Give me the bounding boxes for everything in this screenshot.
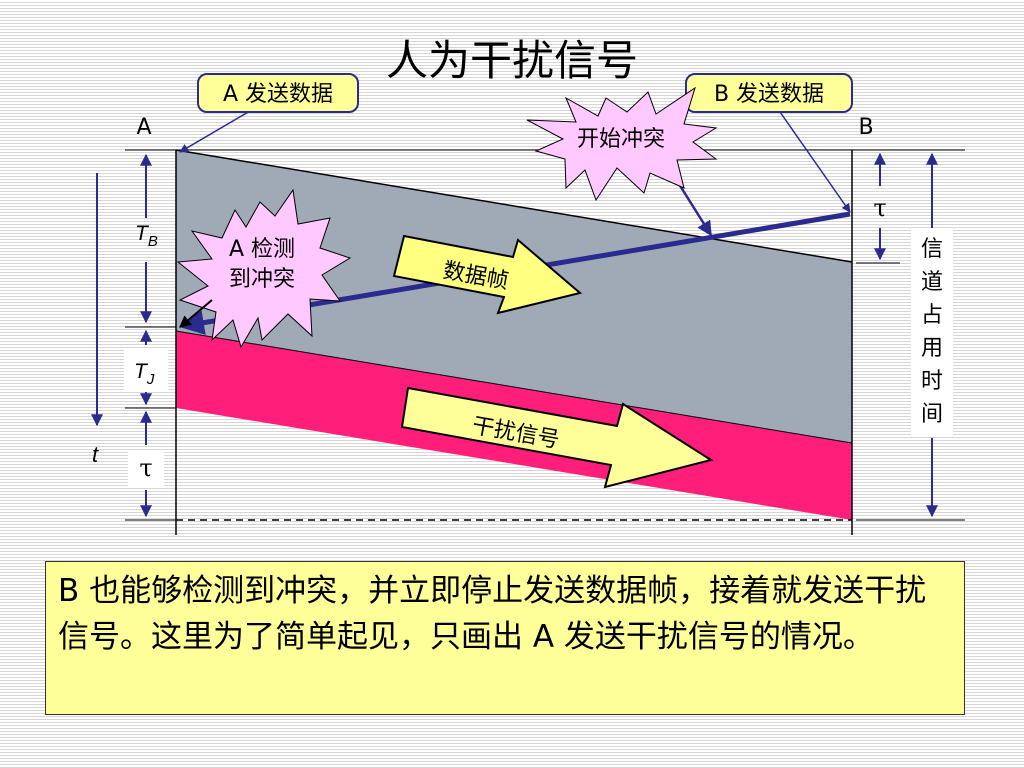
occupancy-label-box [911,230,953,436]
tj-label: TJ [134,360,155,388]
a-detect-label-line2: 到冲突 [229,267,295,292]
data-frame-arrow [392,234,583,315]
a-send-callout [197,73,359,113]
tb-label-sub: B [148,233,158,250]
occupancy-char: 用 [921,336,943,361]
right-tau-label: τ [873,194,886,222]
occupancy-char: 道 [921,270,943,295]
explanation-note: B 也能够检测到冲突，并立即停止发送数据帧，接着就发送干扰信号。这里为了简单起见… [45,561,965,715]
occupancy-char: 时 [921,369,943,394]
page-title: 人为干扰信号 [386,36,638,85]
a-detect-label-line1: A 检测 [229,237,295,262]
tj-label-box [124,350,168,390]
a-detect-pointer [179,299,213,328]
b-send-callout [685,73,853,113]
collision-diagram: 人为干扰信号 A B A 发送数据 B 发送数据 开始冲突 A 检测 到冲突 数… [91,36,965,535]
region-top-edge [175,149,853,263]
occupancy-char: 间 [921,402,943,427]
station-a-label: A [136,115,151,140]
region-divider-edge [175,330,853,444]
left-tau-box [128,450,164,486]
left-tau-label: τ [139,454,152,482]
time-label: t [92,442,99,467]
occupancy-char: 信 [921,237,943,262]
tj-label-main: T [134,360,149,383]
tb-label: TB [135,222,158,250]
collision-start-label: 开始冲突 [577,127,665,152]
a-send-callout-label: A 发送数据 [223,82,333,107]
b-send-callout-label: B 发送数据 [714,82,824,107]
occupancy-char: 占 [921,303,943,328]
station-b-label: B [858,115,873,140]
jam-signal-arrow [400,386,714,489]
a-detect-burst [176,188,352,349]
a-send-pointer [179,107,256,153]
collision-start-burst [526,86,718,202]
b-send-pointer [779,111,851,213]
tj-label-sub: J [146,371,155,388]
tb-label-main: T [135,222,150,245]
